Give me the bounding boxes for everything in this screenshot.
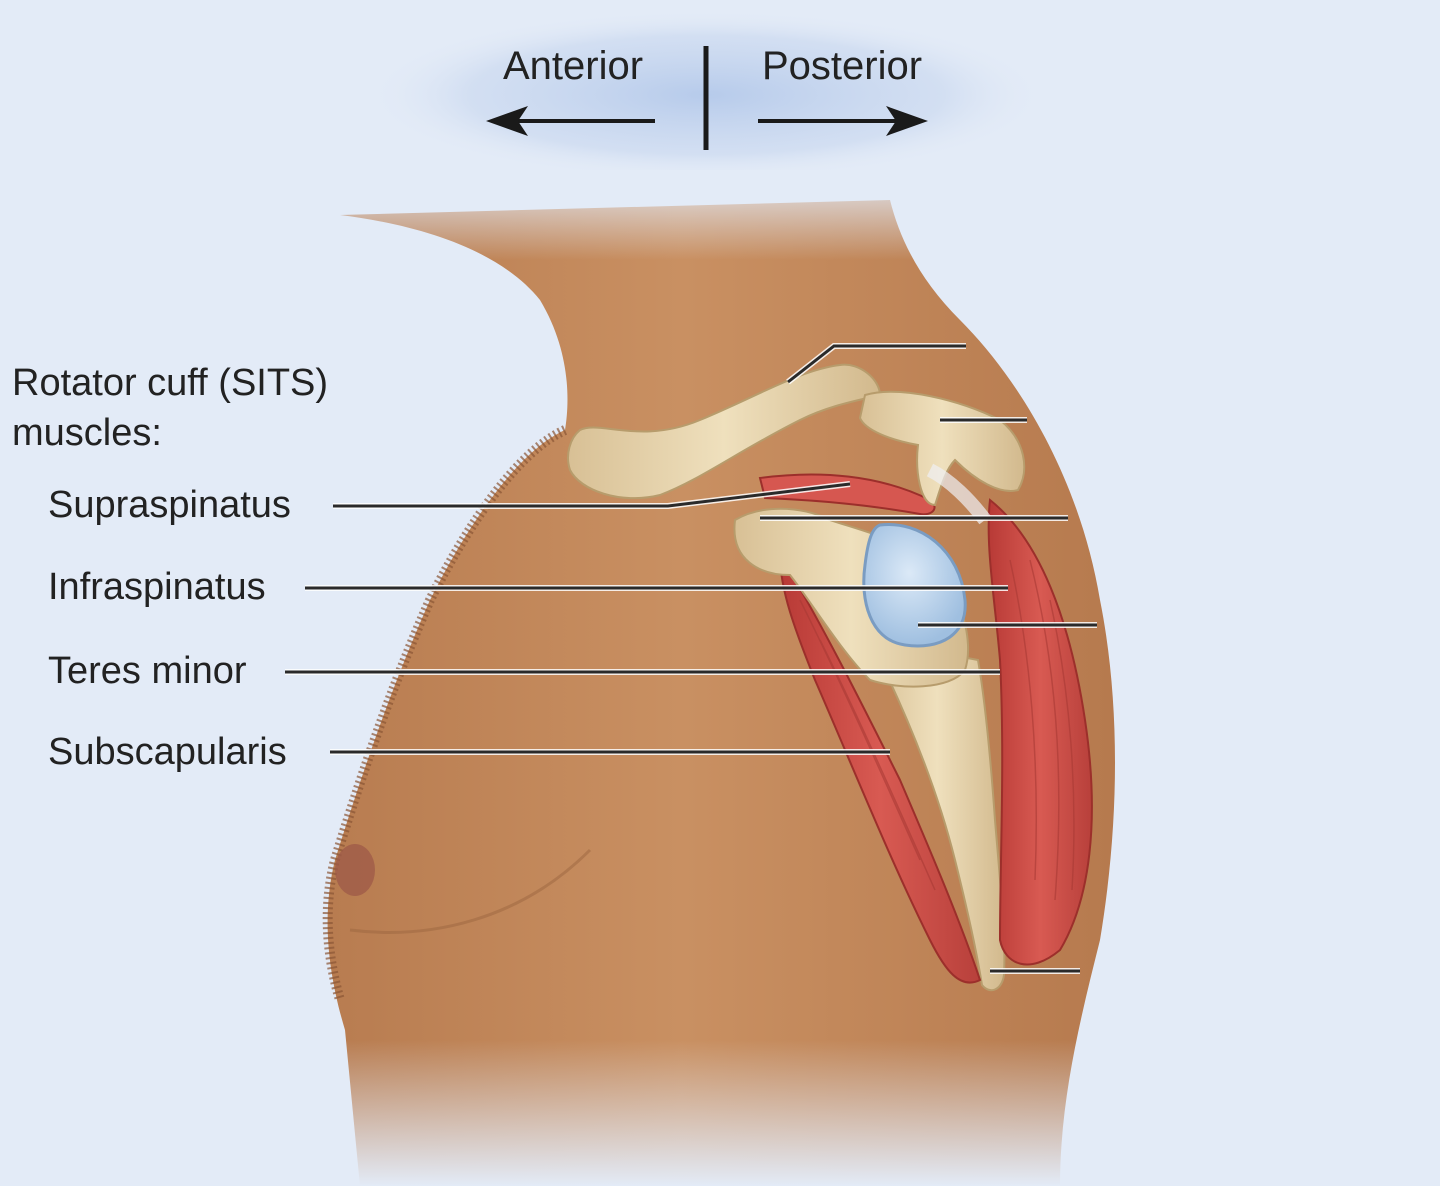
posterior-label: Posterior — [762, 44, 922, 89]
teres-minor-label: Teres minor — [48, 650, 247, 693]
supraspinatus-label: Supraspinatus — [48, 484, 291, 527]
neck-fade — [330, 170, 930, 260]
torso-silhouette — [328, 200, 1115, 1186]
nipple — [335, 844, 375, 896]
anterior-label: Anterior — [503, 44, 643, 89]
subscapularis-label: Subscapularis — [48, 731, 287, 774]
infraspinatus-label: Infraspinatus — [48, 566, 266, 609]
rotator-cuff-heading: Rotator cuff (SITS) muscles: — [12, 358, 328, 458]
heading-line-2: muscles: — [12, 408, 328, 458]
torso-fade — [320, 1040, 1120, 1186]
heading-line-1: Rotator cuff (SITS) — [12, 358, 328, 408]
